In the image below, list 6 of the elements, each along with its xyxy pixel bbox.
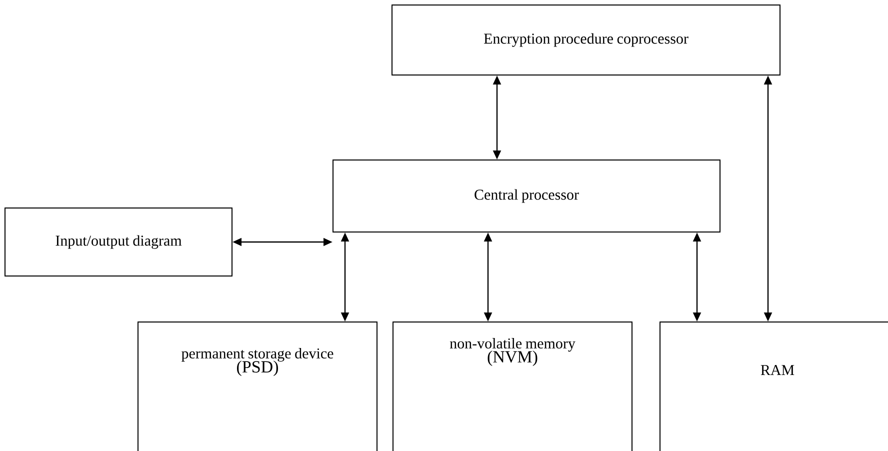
- process-box: Central processor: [332, 160, 720, 232]
- memory-box: RAM: [660, 322, 888, 451]
- memory-box: non-volatile memory (NVM): [392, 322, 632, 451]
- process-box: Input/output diagram: [4, 208, 232, 276]
- process-box: Encryption procedure coprocessor: [392, 4, 780, 76]
- memory-box: permanent storage device (PSD): [138, 322, 378, 451]
